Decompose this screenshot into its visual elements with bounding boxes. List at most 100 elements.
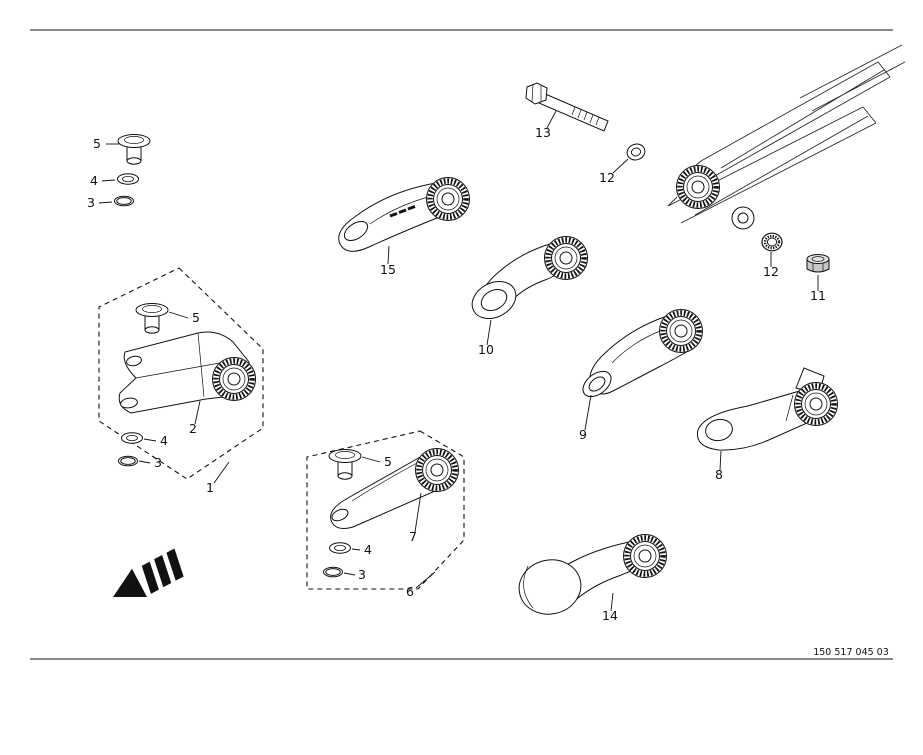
leader-line — [584, 394, 592, 431]
part-15-knurled-bushing — [427, 178, 470, 221]
callout-part-10: 10 — [478, 319, 494, 357]
nut-top-face — [806, 254, 830, 264]
part-15-stamp-marking — [389, 205, 416, 218]
part-9-curved-arm — [582, 310, 703, 398]
sealing-ring-part-3-group-6 — [323, 566, 343, 578]
callout-washer-group-1: 4 — [143, 433, 168, 448]
washer-12-serration — [763, 234, 781, 250]
callout-label: 9 — [579, 427, 587, 442]
callout-part-14: 14 — [602, 592, 618, 623]
arrow-stripe-1 — [141, 561, 159, 594]
callout-label: 5 — [93, 136, 101, 151]
bolt-threads — [571, 106, 600, 126]
assembly-group-6-outline — [306, 430, 465, 590]
direction-of-travel-arrow-icon — [113, 548, 184, 598]
callout-part-15: 15 — [380, 245, 396, 277]
callout-ring-group-1: 3 — [138, 455, 162, 470]
callout-part-7: 7 — [409, 492, 422, 544]
leader-line — [168, 311, 189, 319]
part-14-dome-contour — [523, 565, 534, 609]
part-8-body — [696, 389, 808, 451]
callout-part-8: 8 — [715, 450, 723, 482]
callout-bolt-13: 13 — [535, 110, 557, 140]
leader-line — [138, 460, 151, 464]
leader-line — [486, 319, 492, 346]
callout-label: 4 — [364, 542, 372, 557]
plug-part-5-top-left — [117, 134, 151, 165]
part-9-contour — [611, 330, 661, 364]
nut-bore — [811, 256, 825, 262]
callout-label: 12 — [763, 264, 779, 279]
callout-ring-group-6: 3 — [343, 567, 366, 582]
part-2-knurled-bushing — [213, 358, 256, 401]
part-7-contour — [351, 462, 418, 502]
leader-line — [101, 179, 116, 182]
callout-washer-group-6: 4 — [351, 542, 372, 557]
callout-label: 3 — [154, 455, 162, 470]
part-10-eye-link-arm — [471, 237, 588, 319]
part-10-knurled-bushing — [545, 237, 588, 280]
part-15-support-arm — [338, 178, 470, 252]
machine-frame — [667, 44, 906, 230]
callout-label: 2 — [189, 421, 197, 436]
leader-line — [343, 572, 356, 576]
callout-label: 3 — [358, 567, 366, 582]
callout-label: 3 — [87, 195, 95, 210]
leader-line — [194, 400, 201, 425]
plug-part-5-group-1 — [135, 303, 169, 334]
leader-line — [98, 201, 113, 204]
part-9-knurled-bushing — [660, 310, 703, 353]
nut-facets — [812, 262, 824, 272]
part-2-body — [118, 331, 250, 414]
callout-label: 1 — [206, 480, 214, 495]
leader-line — [546, 110, 557, 129]
sealing-ring-part-3-top-left — [114, 195, 134, 207]
callout-group-1: 1 — [206, 461, 230, 495]
frame-pivot-bushing — [677, 166, 720, 209]
washer-part-12-right — [761, 232, 783, 252]
part-14-dome — [518, 559, 582, 615]
part-2-lower-hole — [120, 397, 138, 409]
callout-label: 4 — [160, 433, 168, 448]
callout-label: 8 — [715, 467, 723, 482]
part-7-knurled-bushing — [416, 449, 459, 492]
part-15-contour — [369, 196, 429, 225]
callout-label: 13 — [535, 125, 551, 140]
callout-washer-top-left: 4 — [90, 173, 116, 188]
arrow-head — [113, 568, 147, 598]
arrow-stripe-3 — [166, 548, 184, 581]
callout-plug-group-6: 5 — [361, 454, 392, 469]
leader-line — [719, 450, 722, 471]
washer-part-4-group-1 — [121, 432, 143, 444]
frame-pivot-hole-inner — [737, 212, 749, 224]
part-11-hex-nut — [806, 254, 830, 273]
part-8-knurled-bushing — [795, 383, 838, 426]
callout-plug-group-1: 5 — [168, 310, 200, 325]
part-8-contour — [785, 394, 794, 422]
part-15-eye — [343, 221, 369, 241]
part-8-hole — [705, 418, 733, 442]
plug-part-5-group-6 — [328, 449, 362, 480]
callout-label: 14 — [602, 608, 618, 623]
callout-label: 15 — [380, 262, 396, 277]
callout-label: 12 — [599, 170, 615, 185]
part-8-plate-arm — [696, 367, 838, 451]
part-7-flat-arm — [330, 449, 458, 529]
callout-label: 11 — [810, 288, 826, 303]
part-2-coupling-arm — [118, 331, 256, 414]
callout-group-6: 6 — [406, 571, 436, 599]
bolt-head — [525, 82, 548, 105]
part-2-upper-hole — [126, 355, 142, 367]
callout-plug-top-left: 5 — [93, 136, 120, 151]
callout-nut-11: 11 — [810, 275, 826, 303]
callout-washer-12-right: 12 — [763, 252, 779, 279]
callout-label: 7 — [409, 529, 417, 544]
callout-label: 4 — [90, 173, 98, 188]
arrow-stripe-2 — [154, 555, 172, 588]
part-10-eye-inner — [480, 288, 508, 312]
part-7-body — [330, 455, 436, 529]
leader-line — [612, 158, 629, 174]
washer-part-4-group-6 — [329, 542, 351, 554]
